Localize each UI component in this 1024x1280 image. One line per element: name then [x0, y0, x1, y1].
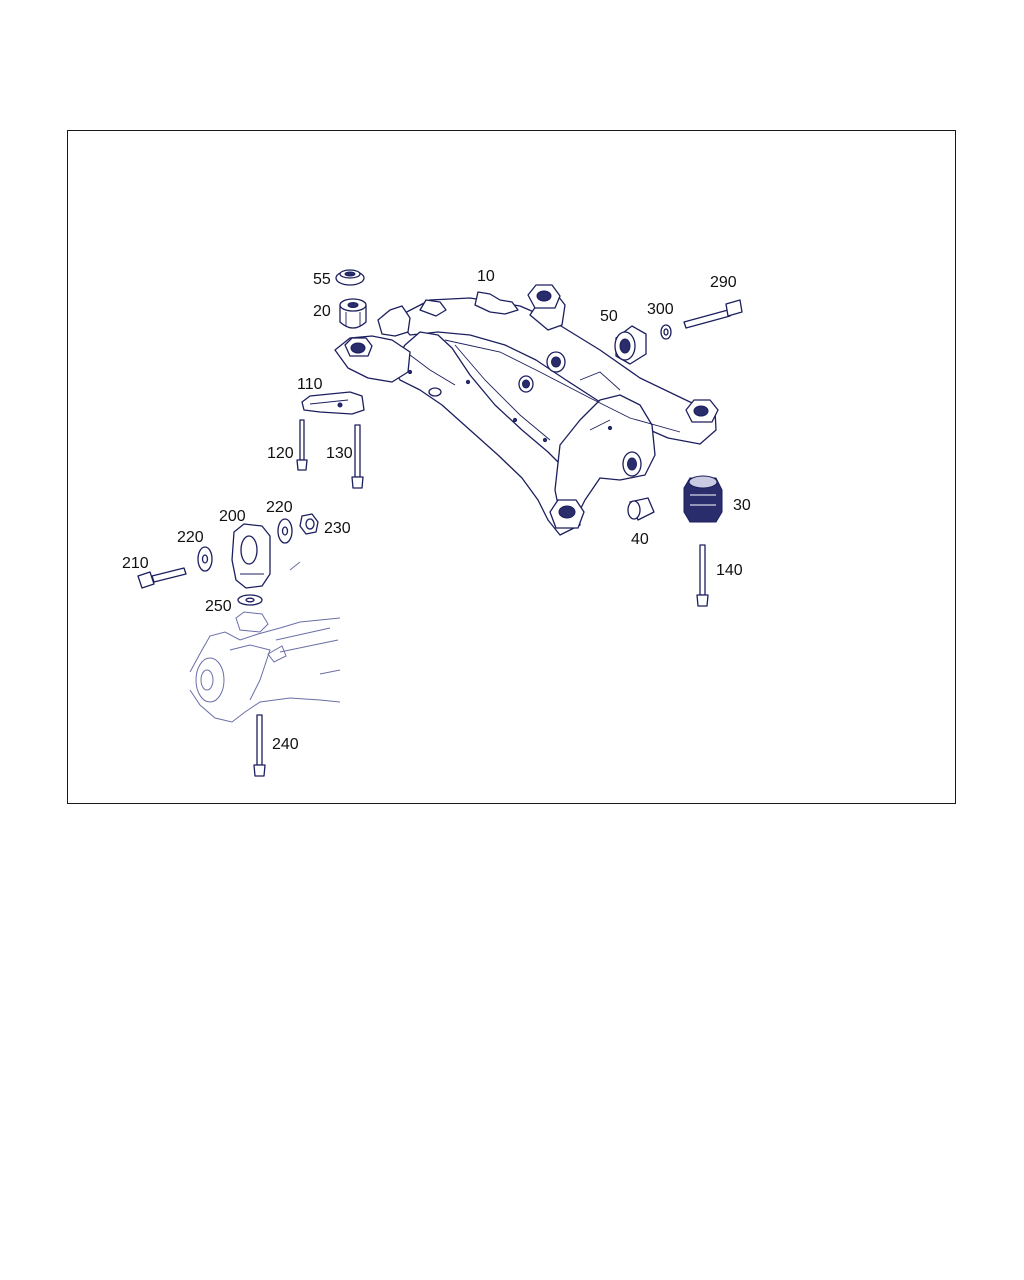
part-140-bolt[interactable] [696, 544, 709, 607]
part-220a-washer[interactable] [197, 546, 213, 572]
part-200-mount[interactable] [231, 523, 271, 589]
label-part-240: 240 [272, 736, 299, 753]
label-part-50: 50 [600, 308, 618, 325]
part-50-bushing[interactable] [614, 325, 647, 365]
label-part-20: 20 [313, 303, 331, 320]
label-part-110: 110 [297, 376, 323, 393]
subframe-crossmember[interactable] [334, 284, 719, 536]
part-240-bolt[interactable] [253, 714, 266, 777]
part-210-bolt[interactable] [137, 567, 187, 589]
label-part-130: 130 [326, 445, 353, 462]
part-20-bushing[interactable] [339, 298, 367, 329]
part-300-washer[interactable] [660, 324, 672, 340]
label-part-55: 55 [313, 271, 331, 288]
label-part-300: 300 [647, 301, 674, 318]
part-230-nut[interactable] [299, 513, 319, 535]
label-part-40: 40 [631, 531, 649, 548]
label-part-140: 140 [716, 562, 743, 579]
part-120-bolt[interactable] [296, 419, 308, 471]
label-part-120: 120 [267, 445, 294, 462]
label-part-210: 210 [122, 555, 149, 572]
label-part-290: 290 [710, 274, 737, 291]
part-55-cap[interactable] [335, 269, 365, 286]
part-220b-washer[interactable] [277, 518, 293, 544]
label-part-250: 250 [205, 598, 232, 615]
label-part-230: 230 [324, 520, 351, 537]
label-part-220a: 220 [177, 529, 204, 546]
part-110-bracket[interactable] [301, 391, 365, 415]
part-40-bushing[interactable] [627, 497, 655, 521]
label-part-200: 200 [219, 508, 246, 525]
label-part-10: 10 [477, 268, 495, 285]
label-part-30: 30 [733, 497, 751, 514]
part-290-bolt[interactable] [683, 299, 743, 329]
part-250-washer[interactable] [237, 594, 263, 606]
differential-housing [189, 561, 341, 723]
part-130-bolt[interactable] [351, 424, 364, 489]
part-30-mount[interactable] [683, 475, 723, 523]
label-part-220b: 220 [266, 499, 293, 516]
